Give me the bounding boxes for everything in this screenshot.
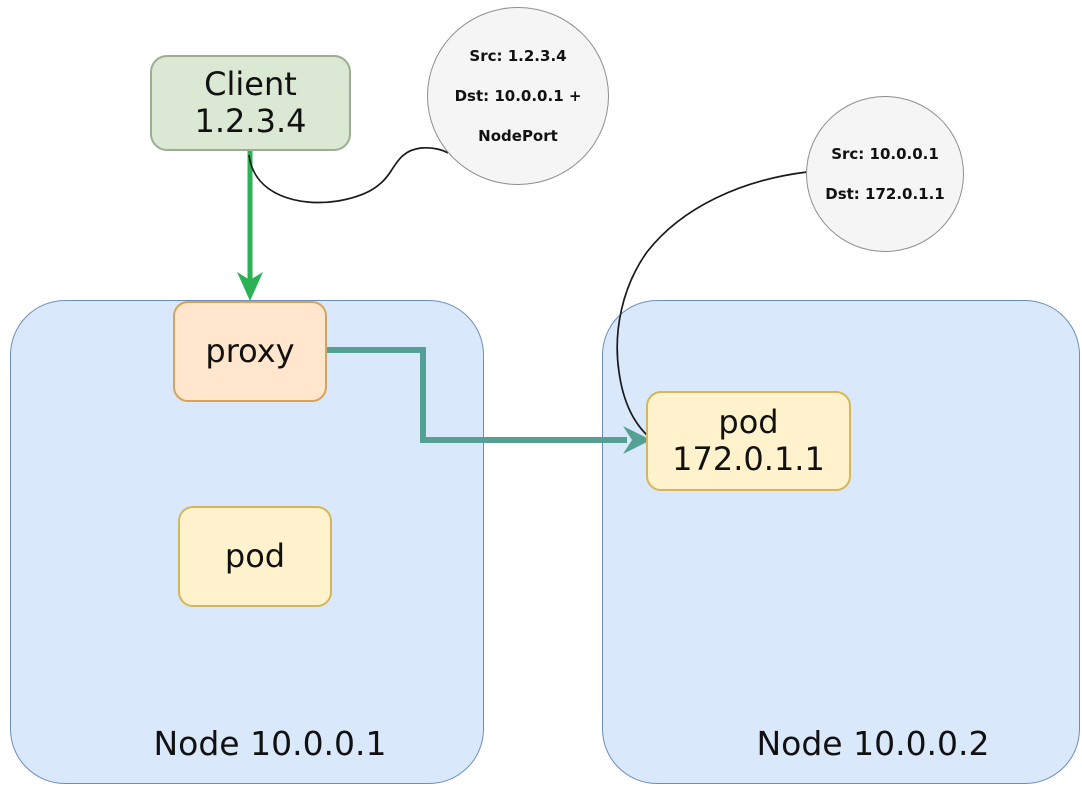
node1-label: Node 10.0.0.1 xyxy=(153,724,387,763)
packet-annotation-2: Src: 10.0.0.1 Dst: 172.0.1.1 xyxy=(806,96,964,252)
proxy-label: proxy xyxy=(205,332,295,370)
pod-label: pod xyxy=(224,537,286,575)
client-box: Client 1.2.3.4 xyxy=(150,55,351,151)
packet1-src-label: Src: 1.2.3.4 xyxy=(469,46,567,65)
pod-name-label: pod xyxy=(718,403,779,441)
packet1-nodeport-label: NodePort xyxy=(478,126,558,145)
pod-ip-label: 172.0.1.1 xyxy=(672,440,825,478)
annotation1-connector xyxy=(248,146,449,204)
pod-box-node1: pod xyxy=(178,506,332,607)
node2-label: Node 10.0.0.2 xyxy=(756,724,990,763)
packet-annotation-1: Src: 1.2.3.4 Dst: 10.0.0.1 + NodePort xyxy=(427,7,609,185)
pod-box-node2: pod 172.0.1.1 xyxy=(646,391,851,491)
node-box-10-0-0-2 xyxy=(602,300,1080,784)
proxy-box: proxy xyxy=(173,301,327,402)
client-to-proxy-arrowhead xyxy=(237,272,263,301)
packet2-src-label: Src: 10.0.0.1 xyxy=(831,144,939,163)
packet2-dst-label: Dst: 172.0.1.1 xyxy=(825,184,945,203)
client-name-label: Client xyxy=(204,65,297,103)
client-ip-label: 1.2.3.4 xyxy=(194,102,307,140)
packet1-dst-label: Dst: 10.0.0.1 + xyxy=(454,86,582,105)
